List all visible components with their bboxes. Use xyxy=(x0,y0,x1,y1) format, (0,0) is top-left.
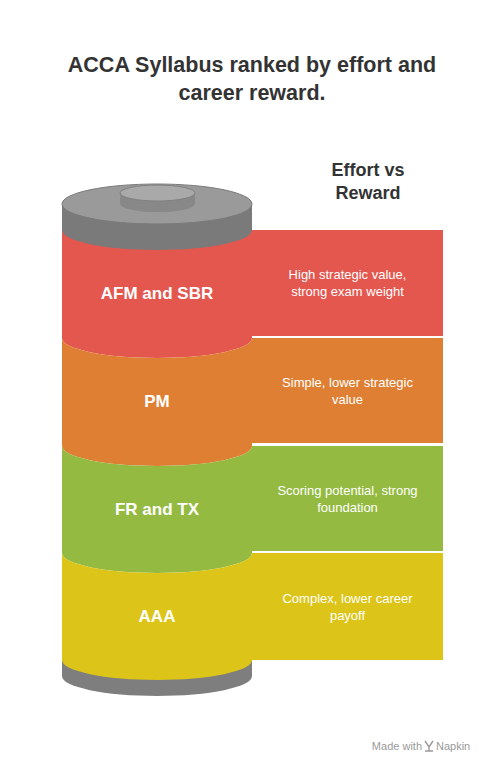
reward-text: High strategic value, strong exam weight xyxy=(274,230,421,336)
column-header: Effort vs Reward xyxy=(308,156,428,208)
reward-text: Complex, lower career payoff xyxy=(274,553,421,660)
band-label: AFM and SBR xyxy=(68,240,246,348)
cylinder-band: AAA xyxy=(62,553,252,660)
reward-box: Scoring potential, strong foundation xyxy=(252,446,443,551)
cylinder-band: FR and TX xyxy=(62,446,252,553)
cylinder-band: AFM and SBR xyxy=(62,230,252,338)
diagram-title: ACCA Syllabus ranked by effort and caree… xyxy=(42,48,462,110)
band-label: AAA xyxy=(68,563,246,670)
reward-box: High strategic value, strong exam weight xyxy=(252,230,443,336)
band-fill xyxy=(62,338,252,466)
band-label: PM xyxy=(68,348,246,456)
reward-box: Complex, lower career payoff xyxy=(252,553,443,660)
watermark: Made with xyxy=(350,739,422,753)
cylinder-cap-top xyxy=(62,184,252,224)
cylinder-knob-top xyxy=(120,185,195,201)
band-fill xyxy=(62,446,252,573)
band-fill xyxy=(62,230,252,358)
reward-text: Simple, lower strategic value xyxy=(274,338,421,443)
watermark: Napkin xyxy=(436,739,486,753)
napkin-logo xyxy=(425,741,433,751)
reward-text: Scoring potential, strong foundation xyxy=(274,446,421,551)
cylinder-band: PM xyxy=(62,338,252,446)
band-fill xyxy=(62,553,252,680)
reward-box: Simple, lower strategic value xyxy=(252,338,443,443)
band-label: FR and TX xyxy=(68,456,246,563)
